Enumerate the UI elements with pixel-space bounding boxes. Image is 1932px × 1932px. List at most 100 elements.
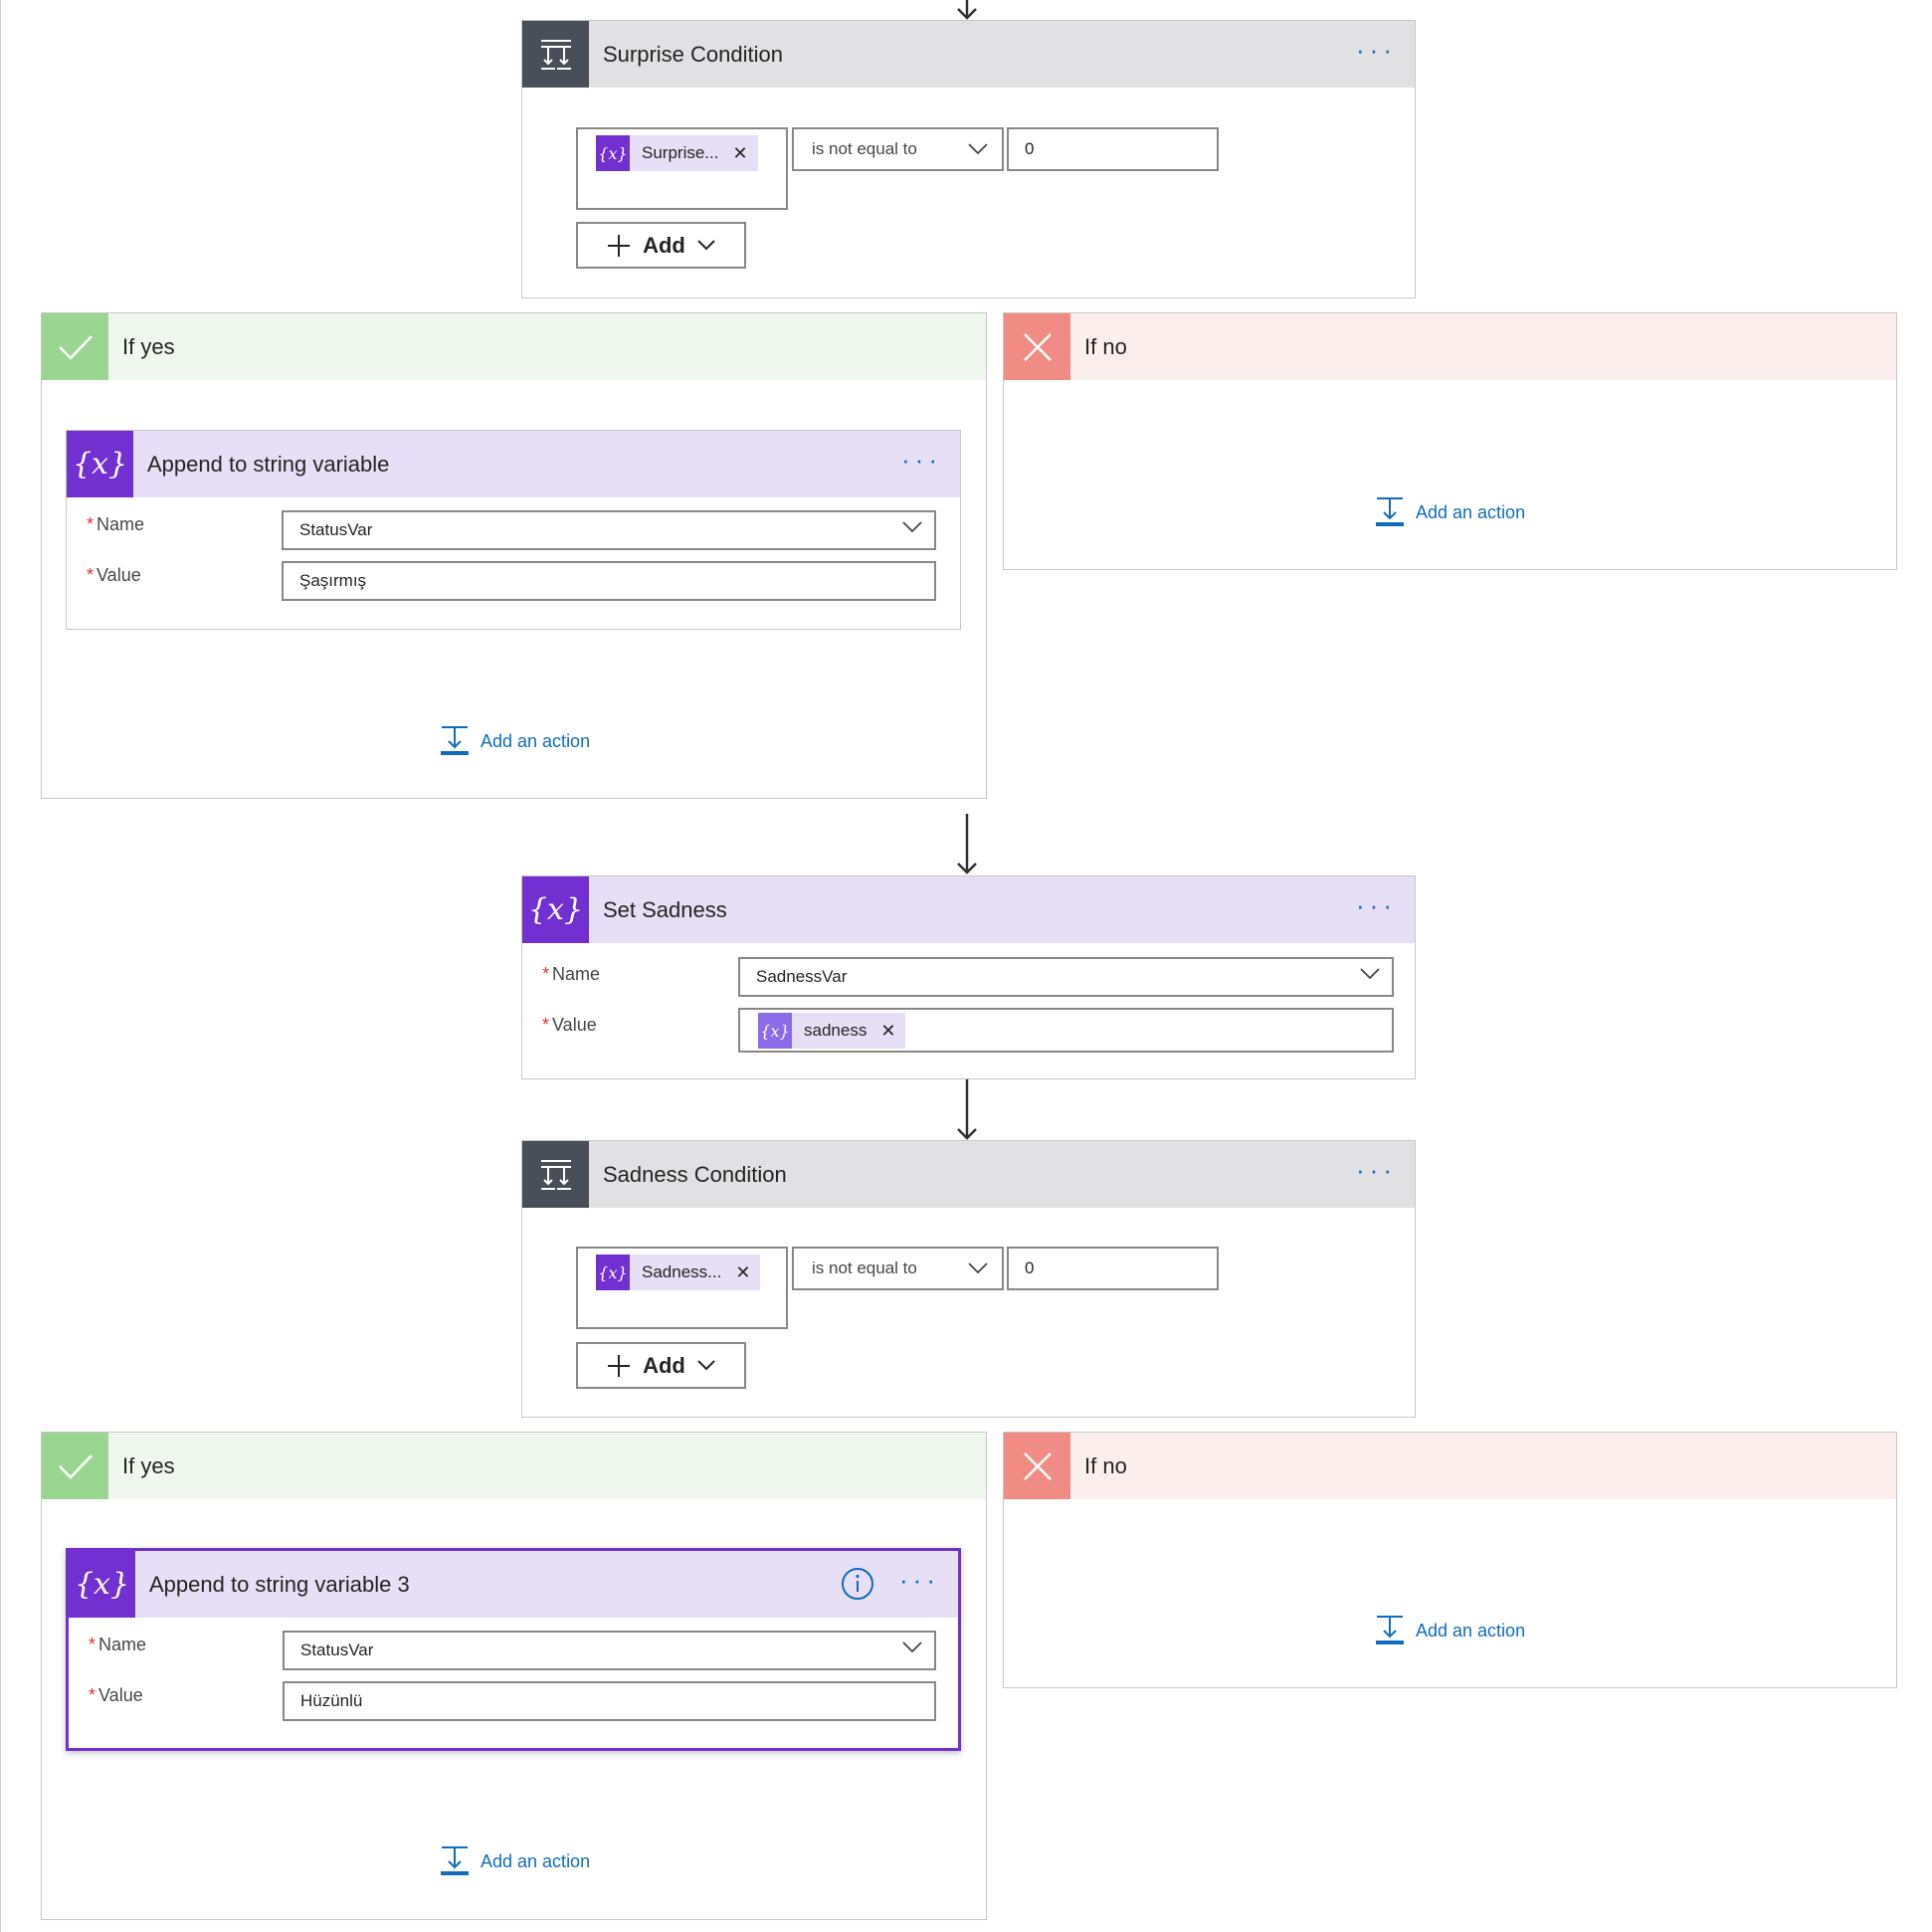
add-an-action-button[interactable]: Add an action [439,725,590,757]
add-action-label: Add an action [481,730,591,751]
append-action-header[interactable]: {x} Append to string variable 3 ··· [69,1551,958,1618]
if-yes-header[interactable]: If yes [42,1433,986,1499]
set-sadness-card[interactable]: {x} Set Sadness ··· *Name SadnessVar *Va… [521,875,1416,1079]
checkmark-icon [42,313,108,380]
surprise-token[interactable]: {x} Surprise... ✕ [596,135,758,171]
if-no-header[interactable]: If no [1004,313,1896,380]
name-label: *Name [87,514,145,534]
condition-value: 0 [1025,1258,1035,1277]
sadness-if-no-branch: If no Add an action [1003,1432,1897,1688]
variable-name-select[interactable]: StatusVar [282,510,936,550]
sadness-token[interactable]: {x} sadness ✕ [758,1013,906,1049]
remove-token-icon[interactable]: ✕ [735,1261,751,1282]
condition-icon [522,1141,589,1208]
more-options-button[interactable]: ··· [901,445,942,475]
value-label: *Value [87,565,141,585]
condition-value-input[interactable]: 0 [1007,1247,1219,1290]
surprise-condition-header[interactable]: Surprise Condition ··· [522,21,1415,88]
info-icon[interactable] [841,1567,874,1601]
surprise-if-yes-branch: If yes {x} Append to string variable ···… [41,312,987,799]
append-string-variable-3-card[interactable]: {x} Append to string variable 3 ··· *Nam… [66,1548,961,1751]
add-action-icon [441,726,469,755]
add-label: Add [643,232,685,258]
add-label: Add [643,1352,685,1378]
variable-icon: {x} [596,135,630,171]
add-condition-button[interactable]: Add [576,222,746,269]
token-label: Sadness... [642,1262,722,1281]
add-condition-button[interactable]: Add [576,1342,746,1389]
condition-value: 0 [1025,139,1035,158]
surprise-condition-card[interactable]: Surprise Condition ··· {x} Surprise... ✕… [521,20,1416,298]
value-text: Şaşırmış [299,571,367,590]
variable-name-select[interactable]: SadnessVar [738,957,1394,997]
token-label: Surprise... [642,143,719,162]
add-action-label: Add an action [1416,501,1526,522]
chevron-down-icon [968,1262,988,1274]
variable-icon: {x} [67,431,133,497]
value-input[interactable]: Hüzünlü [283,1681,936,1721]
chevron-down-icon [902,1642,922,1653]
sadness-token[interactable]: {x} Sadness... ✕ [596,1255,761,1290]
condition-left-operand[interactable]: {x} Sadness... ✕ [576,1247,788,1329]
operator-label: is not equal to [812,1258,917,1277]
condition-value-input[interactable]: 0 [1007,127,1219,171]
chevron-down-icon [697,1360,715,1371]
more-options-button[interactable]: ··· [899,1565,940,1595]
append-action-header[interactable]: {x} Append to string variable ··· [67,431,960,497]
if-no-label: If no [1084,1452,1127,1478]
sadness-condition-header[interactable]: Sadness Condition ··· [522,1141,1415,1208]
chevron-down-icon [902,521,922,533]
connector-arrow [957,814,977,874]
variable-name-select[interactable]: StatusVar [283,1631,936,1670]
sadness-condition-title: Sadness Condition [603,1161,787,1187]
connector-arrow [957,1079,977,1140]
add-an-action-button[interactable]: Add an action [439,1845,590,1877]
if-no-header[interactable]: If no [1004,1433,1896,1499]
condition-left-operand[interactable]: {x} Surprise... ✕ [576,127,788,210]
value-text: Hüzünlü [300,1691,363,1710]
add-action-icon [441,1846,469,1875]
set-sadness-header[interactable]: {x} Set Sadness ··· [522,876,1415,943]
connector-arrow-top [957,0,977,20]
more-options-button[interactable]: ··· [1356,35,1397,65]
condition-operator-select[interactable]: is not equal to [792,1247,1004,1290]
if-yes-header[interactable]: If yes [42,313,986,380]
surprise-if-no-branch: If no Add an action [1003,312,1897,570]
remove-token-icon[interactable]: ✕ [880,1020,896,1041]
add-action-label: Add an action [481,1850,591,1871]
action-title: Append to string variable 3 [149,1571,410,1597]
sadness-condition-card[interactable]: Sadness Condition ··· {x} Sadness... ✕ i… [521,1140,1416,1418]
remove-token-icon[interactable]: ✕ [732,142,748,163]
add-action-label: Add an action [1416,1620,1526,1641]
add-an-action-button[interactable]: Add an action [1374,1615,1525,1646]
variable-icon: {x} [522,876,589,943]
plus-icon [608,1354,631,1377]
value-input[interactable]: Şaşırmış [282,561,936,601]
more-options-button[interactable]: ··· [1356,890,1397,920]
append-string-variable-card[interactable]: {x} Append to string variable ··· *Name … [66,430,961,630]
variable-name-value: StatusVar [300,1641,374,1659]
chevron-down-icon [1360,968,1380,980]
variable-icon: {x} [596,1255,630,1290]
condition-operator-select[interactable]: is not equal to [792,127,1004,171]
condition-icon [522,21,589,88]
add-an-action-button[interactable]: Add an action [1374,496,1525,528]
variable-name-value: StatusVar [299,520,373,539]
variable-icon: {x} [69,1551,135,1618]
value-label: *Value [542,1015,597,1035]
expression-icon: {x} [758,1013,792,1049]
value-label: *Value [89,1685,143,1705]
set-sadness-title: Set Sadness [603,896,727,922]
operator-label: is not equal to [812,139,917,158]
token-label: sadness [804,1021,868,1040]
more-options-button[interactable]: ··· [1356,1155,1397,1185]
chevron-down-icon [697,240,715,251]
surprise-condition-title: Surprise Condition [603,41,783,67]
sadness-if-yes-branch: If yes {x} Append to string variable 3 ·… [41,1432,987,1920]
checkmark-icon [42,1433,108,1499]
value-input[interactable]: {x} sadness ✕ [738,1008,1394,1053]
name-label: *Name [89,1635,147,1654]
canvas-left-border [0,0,1,1932]
add-action-icon [1376,497,1404,526]
if-yes-label: If yes [122,333,175,359]
